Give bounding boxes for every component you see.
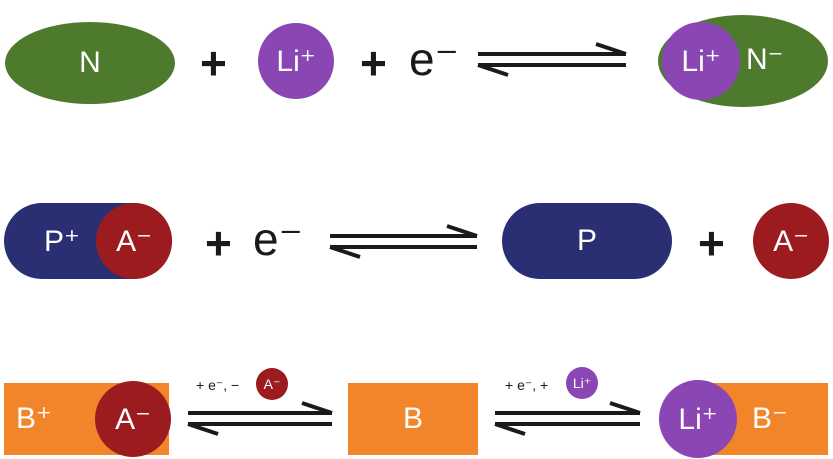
arrow2-li-circle: Li⁺: [566, 367, 598, 399]
plus-sign: +: [698, 217, 725, 269]
plus-sign: +: [360, 37, 387, 89]
a-minus-product-label: A⁻: [773, 224, 809, 258]
li-product-label: Li⁺: [678, 402, 718, 436]
arrow1-label: + e⁻, −: [196, 377, 240, 393]
row3-equilibrium-arrow-2: [494, 401, 641, 436]
arrow1-circle-label: A⁻: [263, 375, 281, 392]
b-plus-label: B⁺: [16, 402, 52, 435]
p-pill: P: [502, 203, 672, 279]
plus-sign: +: [205, 217, 232, 269]
electron-label: e⁻: [253, 213, 303, 265]
a-minus-label: A⁻: [115, 402, 151, 436]
li-ion-circle-product: Li⁺: [662, 22, 740, 100]
b-rect: B: [348, 383, 478, 455]
b-label: B: [402, 402, 423, 435]
row1-equilibrium-arrow: [477, 42, 627, 77]
p-plus-label: P⁺: [44, 225, 80, 258]
li-label: Li⁺: [276, 44, 316, 78]
li-product-label: Li⁺: [681, 44, 721, 78]
li-ion-circle: Li⁺: [258, 23, 334, 99]
arrow1-a-minus-circle: A⁻: [256, 368, 288, 400]
n-minus-label: N⁻: [746, 43, 784, 76]
p-label: P: [576, 224, 597, 257]
a-minus-circle: A⁻: [96, 203, 172, 279]
n-label: N: [79, 46, 101, 79]
arrow2-label: + e⁻, +: [505, 377, 549, 393]
plus-sign: +: [200, 37, 227, 89]
electron-label: e⁻: [409, 33, 459, 85]
a-minus-circle: A⁻: [95, 381, 171, 457]
a-minus-label: A⁻: [116, 224, 152, 258]
li-ion-circle-product: Li⁺: [659, 380, 737, 458]
n-ellipse: N: [5, 22, 175, 104]
a-minus-circle-product: A⁻: [753, 203, 829, 279]
row3-equilibrium-arrow-1: [187, 401, 333, 436]
arrow2-circle-label: Li⁺: [572, 374, 592, 391]
row2-equilibrium-arrow: [329, 224, 478, 259]
b-minus-label: B⁻: [752, 402, 788, 435]
